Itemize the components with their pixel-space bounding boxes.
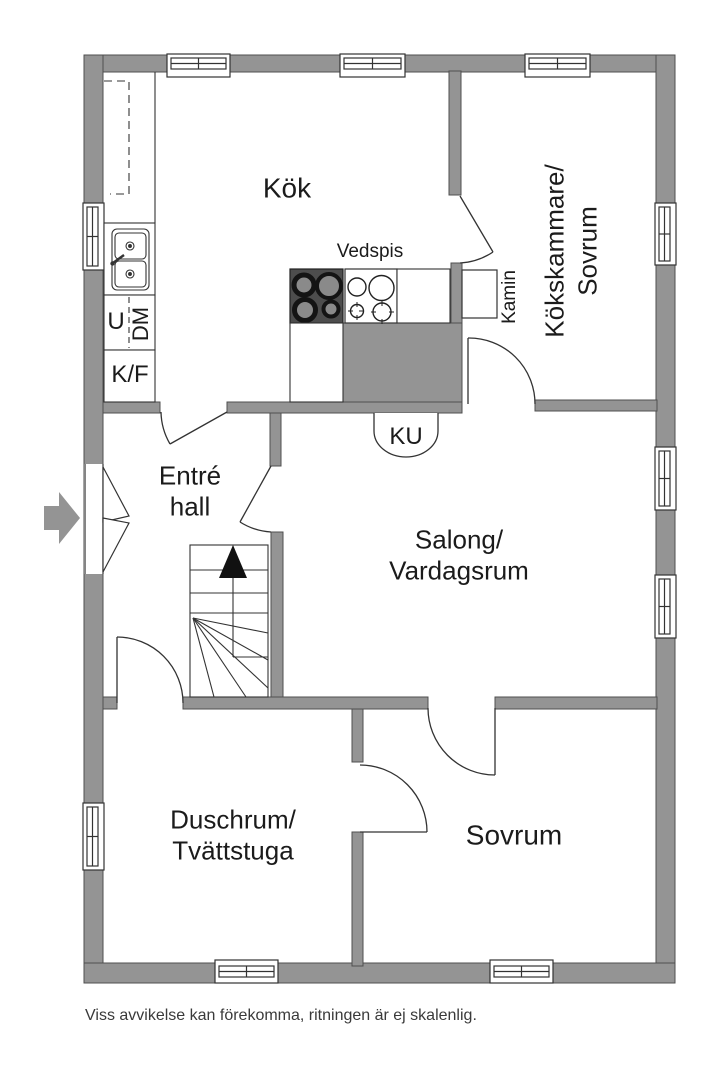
fireplace-box xyxy=(461,269,498,319)
wood-stove-plates xyxy=(347,274,395,324)
entry-door-leaf-top xyxy=(102,466,130,523)
disclaimer-text: Viss avvikelse kan förekomma, ritningen … xyxy=(85,1007,477,1024)
window-bottom-sovrum xyxy=(489,959,554,984)
stove-burners xyxy=(291,272,343,323)
room-label-living: Salong/ Vardagsrum xyxy=(389,524,529,585)
upper-cabinets-dashed xyxy=(104,80,130,195)
room-label-bedroom: Sovrum xyxy=(465,819,563,851)
room-label-entrance-line1: Entré xyxy=(158,460,222,491)
room-label-kitchen: Kök xyxy=(262,172,312,204)
wall-dusch-sovrum-lower xyxy=(351,831,364,967)
door-kitchen-chamber xyxy=(459,195,494,264)
door-hall-duschrum xyxy=(116,636,184,704)
wall-stair-side xyxy=(270,531,284,701)
sink xyxy=(110,228,150,291)
window-top-3 xyxy=(524,53,591,78)
door-living-sovrum xyxy=(427,707,496,776)
wall-south-a xyxy=(102,696,118,710)
room-label-living-line2: Vardagsrum xyxy=(389,555,529,585)
room-label-shower-laundry-line2: Tvättstuga xyxy=(172,835,294,865)
room-label-entrance-line2: hall xyxy=(169,491,211,521)
window-top-2 xyxy=(339,53,406,78)
wall-mid-left-stub xyxy=(102,401,161,414)
wall-mid-main xyxy=(226,401,463,414)
room-label-kitchen-chamber-line2: Sovrum xyxy=(572,206,602,296)
room-label-shower-laundry-line1: Duschrum/ xyxy=(170,804,296,835)
door-living-chamber xyxy=(467,337,536,405)
entry-arrow-icon xyxy=(44,492,80,544)
stairs-up-arrow-icon xyxy=(219,545,247,578)
interior-doors xyxy=(116,195,536,833)
appliance-label-dishwasher: DM xyxy=(128,306,154,342)
stove-area xyxy=(289,268,498,403)
wood-stove-box xyxy=(344,268,398,324)
window-top-1 xyxy=(166,53,231,78)
faucet-icon xyxy=(112,254,125,264)
window-bottom-duschrum xyxy=(214,959,279,984)
fixture-label-wood-stove: Vedspis xyxy=(336,240,404,262)
window-right-chamber xyxy=(654,202,677,266)
fixture-label-fireplace: Kamin xyxy=(498,270,520,324)
window-left-kitchen xyxy=(82,202,105,271)
room-label-shower-laundry: Duschrum/ Tvättstuga xyxy=(170,804,296,865)
wall-kok-chamber-upper xyxy=(448,70,462,196)
chimney-mass xyxy=(342,322,463,408)
wall-chamber-living xyxy=(534,399,658,412)
staircase xyxy=(189,544,269,698)
room-label-kitchen-chamber-line1: Kökskammare/ xyxy=(539,164,570,338)
room-label-living-line1: Salong/ xyxy=(414,524,504,555)
counter-right-of-stove xyxy=(396,268,451,324)
door-kitchen-hall xyxy=(160,411,228,445)
fixture-label-fridge-under: KU xyxy=(389,422,423,450)
appliance-label-fridge-freezer: K/F xyxy=(111,360,149,388)
wall-hall-living-upper xyxy=(269,412,282,467)
window-right-living-2 xyxy=(654,574,677,639)
room-label-kitchen-chamber: Kökskammare/ Sovrum xyxy=(539,164,604,337)
kitchen-counter xyxy=(103,72,156,403)
ku-unit xyxy=(373,413,439,458)
door-duschrum-sovrum xyxy=(359,764,428,833)
entry-door xyxy=(84,464,130,574)
window-right-living-1 xyxy=(654,446,677,511)
wall-south-c xyxy=(494,696,658,710)
kf-cabinet xyxy=(103,349,156,403)
entry-door-leaf-bottom xyxy=(102,517,130,573)
window-left-duschrum xyxy=(82,802,105,871)
windows xyxy=(82,53,677,984)
wall-right xyxy=(655,54,676,984)
appliance-label-oven: U xyxy=(107,307,125,335)
door-hall-living xyxy=(239,465,272,533)
wall-dusch-sovrum-upper xyxy=(351,708,364,763)
wall-bottom xyxy=(83,962,676,984)
wall-south-b xyxy=(182,696,429,710)
room-label-entrance: Entré hall xyxy=(159,460,221,521)
cabinet-below-stove xyxy=(289,322,344,403)
